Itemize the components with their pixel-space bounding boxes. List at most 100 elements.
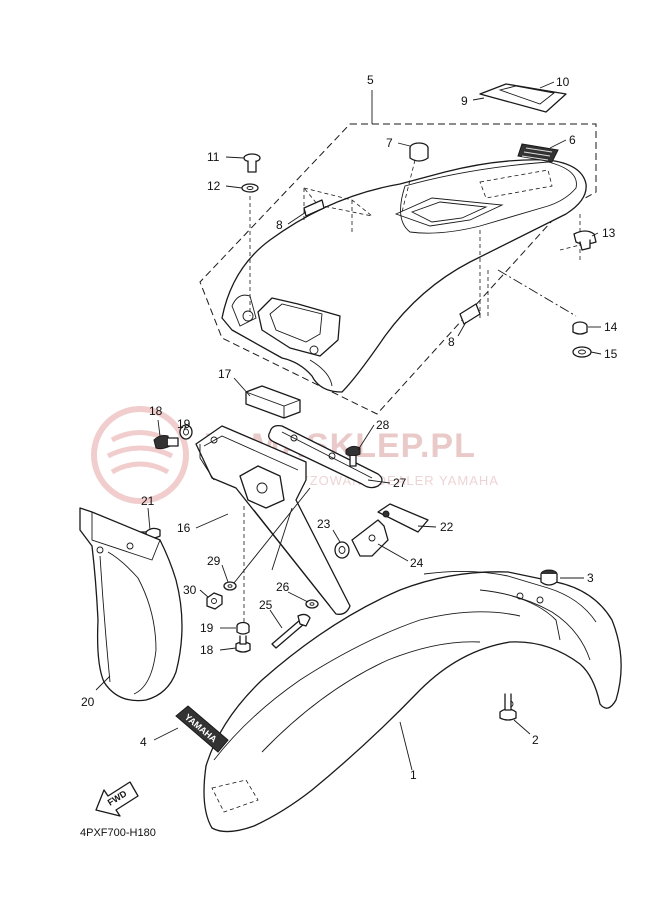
decal-4-shape (175, 705, 229, 753)
fwd-arrow-shape (95, 781, 139, 817)
bracket-16-mount-hole (256, 482, 268, 494)
callout-9: 9 (461, 94, 468, 108)
decal-6 (517, 143, 559, 163)
callout-28: 28 (376, 418, 390, 432)
leader-lines (95, 81, 602, 771)
plate-27-hole-a (290, 434, 298, 442)
leader-8-upper (287, 211, 307, 225)
leader-11 (225, 156, 245, 159)
seat-left-mount (231, 294, 257, 327)
bolt-13 (573, 230, 597, 251)
bolt-18-lower-shank (239, 635, 247, 645)
grommet-7-body (409, 147, 429, 162)
callout-24: 24 (410, 556, 424, 570)
collar-3-body (540, 573, 558, 586)
rear-fender-1-hole-a (516, 592, 524, 600)
callout-4: 4 (140, 735, 147, 749)
callout-18-upper: 18 (149, 404, 163, 418)
seat-edge-line (309, 359, 333, 387)
leader-2 (513, 719, 531, 735)
collar-3 (540, 569, 558, 586)
washer-26-hole (309, 602, 315, 606)
tape-8-upper (303, 199, 325, 217)
nut-30-hex (206, 592, 223, 610)
callout-8-lower: 8 (448, 335, 455, 349)
callout-17: 17 (218, 367, 232, 381)
seat-cowl-body (221, 159, 587, 393)
callout-19-upper: 19 (177, 417, 191, 431)
plate-27 (268, 424, 383, 489)
fwd-arrow: FWD (95, 781, 139, 817)
rear-fender-1-top-edge (423, 570, 597, 623)
seat-top-pad (400, 161, 577, 234)
plate-27-hole-b (328, 452, 336, 460)
bracket-16-detail-line (271, 507, 293, 571)
leader-26 (287, 591, 309, 603)
washer-26-ring (305, 599, 319, 609)
leader-24 (377, 543, 409, 562)
leader-15 (590, 351, 602, 355)
rear-fender-1-ridge-2 (261, 641, 481, 753)
nut-30-hole (211, 598, 217, 604)
washer-12-ring (241, 183, 259, 193)
bolt-13-shank (579, 239, 591, 251)
leader-20 (95, 675, 111, 691)
callout-13: 13 (602, 226, 616, 240)
rear-fender-1-ridge (213, 611, 521, 761)
seat-recess-inner (410, 201, 488, 223)
decal-6-lettering (521, 147, 553, 161)
leader-16 (195, 513, 229, 529)
bolt-18-upper-head (153, 435, 171, 450)
damper-17-edges (245, 391, 301, 418)
leader-8-lower (457, 321, 467, 337)
rivet-25-head (297, 613, 311, 627)
collar-19-lower-body (236, 625, 250, 635)
washer-15-hole (578, 349, 586, 355)
screw-28-shank (349, 455, 357, 467)
callout-8-upper: 8 (276, 218, 283, 232)
nut-30 (206, 592, 223, 610)
bracket-16-body (195, 425, 351, 615)
callout-18-lower: 18 (200, 643, 214, 657)
nut-23-hole (338, 546, 346, 554)
reflector-22 (377, 503, 429, 533)
washer-12 (241, 183, 259, 193)
collar-19-upper (179, 424, 193, 440)
bolt-18-upper-shank (167, 437, 179, 447)
collar-19-upper-ring (179, 424, 193, 440)
leader-17 (233, 377, 251, 397)
grommet-7-axis (401, 159, 416, 213)
rear-fender-1-body (203, 571, 622, 833)
callout-26: 26 (276, 580, 290, 594)
collar-19-upper-hole (183, 428, 189, 436)
bracket-16 (195, 425, 351, 615)
callout-25: 25 (259, 598, 273, 612)
callout-labels: 1 2 3 4 5 6 7 8 8 9 10 11 12 13 14 15 16… (81, 73, 618, 782)
callout-3: 3 (587, 571, 594, 585)
rear-fender-1-hole-b (536, 596, 544, 604)
seat-front-opening (257, 297, 341, 357)
reflector-22-body (377, 503, 429, 533)
screw-28 (345, 445, 361, 467)
stay-24-body (351, 519, 389, 557)
callout-16: 16 (177, 521, 191, 535)
leader-4 (153, 727, 179, 741)
washer-29 (223, 581, 237, 591)
side-cover-20-hole-b (126, 542, 134, 550)
grommet-7 (409, 142, 429, 162)
collar-14-body (572, 325, 588, 335)
leader-6 (549, 139, 567, 149)
rear-fender-1-rear-lip (479, 589, 591, 661)
bolt-11-head (243, 153, 261, 163)
leader-12 (225, 185, 243, 189)
leader-27 (367, 479, 391, 484)
leader-23 (332, 529, 341, 543)
leader-25 (269, 609, 283, 629)
rivet-25-shank (271, 619, 305, 649)
washer-29-hole (227, 584, 233, 588)
callout-22: 22 (440, 520, 454, 534)
stay-24 (351, 519, 389, 557)
bracket-16-side (199, 444, 215, 481)
